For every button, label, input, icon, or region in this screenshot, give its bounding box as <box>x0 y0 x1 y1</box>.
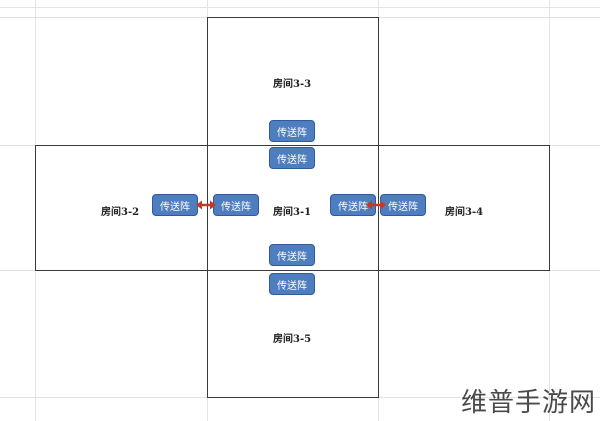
double-arrow-right-icon <box>366 200 386 210</box>
portal-left-outer[interactable]: 传送阵 <box>152 194 198 216</box>
room-label-3-4: 房间3-4 <box>445 207 484 218</box>
watermark-logo: 维普手游网 <box>460 388 596 418</box>
room-3-5-box <box>207 270 379 398</box>
portal-right-outer[interactable]: 传送阵 <box>380 194 426 216</box>
double-arrow-left-icon <box>196 200 216 210</box>
room-label-3-2: 房间3-2 <box>101 207 140 218</box>
portal-top-lower[interactable]: 传送阵 <box>269 147 315 169</box>
portal-bottom-upper[interactable]: 传送阵 <box>269 244 315 266</box>
portal-top-upper[interactable]: 传送阵 <box>269 120 315 142</box>
room-label-3-5: 房间3-5 <box>273 334 312 345</box>
room-label-3-3: 房间3-3 <box>273 79 312 90</box>
portal-left-inner[interactable]: 传送阵 <box>213 194 259 216</box>
portal-bottom-lower[interactable]: 传送阵 <box>269 273 315 295</box>
room-label-3-1: 房间3-1 <box>273 207 312 218</box>
grid-line <box>0 7 600 8</box>
